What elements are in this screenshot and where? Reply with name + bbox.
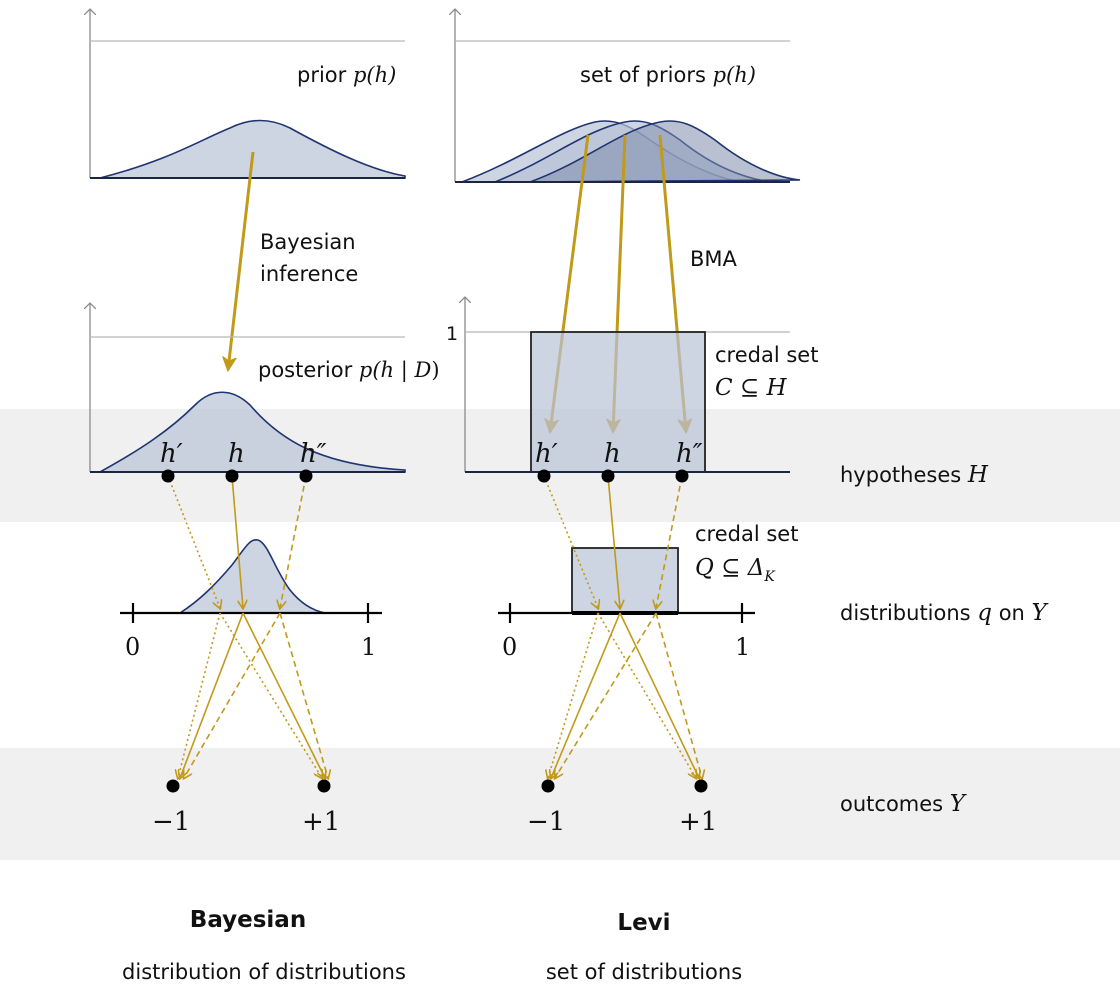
h-prime-right: h′: [535, 439, 558, 469]
h-prime-left: h′: [160, 439, 183, 469]
outcomes-band: [0, 748, 1120, 860]
h-double-prime-left: h″: [300, 439, 327, 469]
tick-zero-right: 0: [502, 633, 517, 661]
tick-one-right: 1: [735, 633, 750, 661]
row-label-hypotheses: hypotheses H: [840, 462, 989, 488]
h-double-prime-dot-left: [299, 469, 313, 483]
outcome-plus-dot-right: [694, 779, 708, 793]
h-double-prime-dot-right: [675, 469, 689, 483]
h-dot-right: [601, 469, 615, 483]
tick-one-left: 1: [361, 633, 376, 661]
outcome-plus-dot-left: [317, 779, 331, 793]
bma-label: BMA: [690, 247, 738, 271]
row-label-outcomes: outcomes Y: [840, 791, 968, 817]
caption-bayesian-title: Bayesian: [190, 907, 306, 933]
caption-levi-title: Levi: [617, 910, 670, 936]
outcome-plus-right: +1: [679, 807, 717, 837]
credal-set-q-label: credal set: [695, 522, 798, 546]
caption-bayesian-subtitle: distribution of distributions: [122, 960, 406, 984]
posterior-curve: [99, 391, 406, 473]
caption-levi-subtitle: set of distributions: [546, 960, 742, 984]
credal-set-c-math: C ⊆ H: [715, 375, 788, 401]
h-right: h: [604, 439, 621, 469]
prior-curve-3: [529, 120, 801, 183]
row-label-distributions: distributions q on Y: [840, 600, 1050, 626]
credal-set-c-plot: 1 credal set C ⊆ H h′ h h″: [446, 298, 818, 473]
left-thin-arrows: [167, 475, 328, 778]
bayesian-inference-label-line1: Bayesian: [260, 230, 356, 254]
one-tick-label: 1: [446, 323, 458, 345]
set-of-priors-plot: set of priors p(h): [455, 10, 801, 183]
outcome-minus-dot-right: [541, 779, 555, 793]
outcome-minus-right: −1: [527, 807, 565, 837]
outcome-minus-left: −1: [152, 807, 190, 837]
distribution-axis-right: 0 1 credal set Q ⊆ ΔK: [498, 522, 798, 661]
tick-zero-left: 0: [125, 633, 140, 661]
distribution-axis-left: 0 1: [120, 539, 382, 661]
h-prime-dot-right: [537, 469, 551, 483]
prior-curve: [99, 119, 406, 179]
h-double-prime-right: h″: [676, 439, 703, 469]
bayesian-inference-label-line2: inference: [260, 262, 358, 286]
bayesian-inference-arrow: [228, 151, 255, 370]
q-density-curve: [177, 539, 326, 614]
posterior-label: posterior p(h | D): [258, 358, 440, 383]
prior-label: prior p(h): [297, 63, 396, 87]
outcome-minus-dot-left: [166, 779, 180, 793]
posterior-plot: posterior p(h | D) h′ h h″: [90, 304, 440, 473]
h-prime-dot-left: [161, 469, 175, 483]
credal-set-q-math: Q ⊆ ΔK: [695, 555, 776, 585]
prior-plot: prior p(h): [90, 10, 406, 179]
right-thin-arrows: [543, 475, 702, 778]
h-left: h: [228, 439, 245, 469]
h-dot-left: [225, 469, 239, 483]
outcome-plus-left: +1: [302, 807, 340, 837]
credal-set-c-box: [530, 331, 706, 473]
set-of-priors-label: set of priors p(h): [580, 63, 756, 87]
credal-set-c-label: credal set: [715, 343, 818, 367]
